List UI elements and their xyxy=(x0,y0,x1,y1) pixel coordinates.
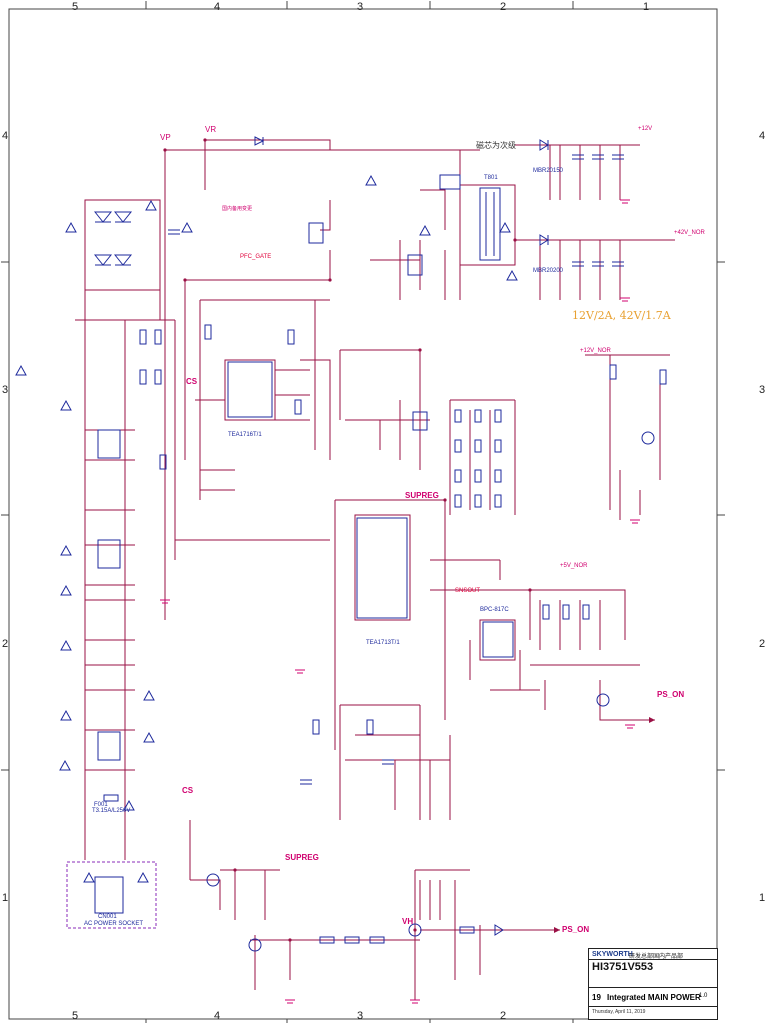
net-snsout: SNSOUT xyxy=(455,588,481,594)
net-cs-bottom: CS xyxy=(182,786,194,795)
zone-col-5-bottom: 5 xyxy=(72,1010,79,1022)
ac-connector-name: AC POWER SOCKET xyxy=(84,921,144,927)
ac-socket-boundary xyxy=(66,861,157,929)
ps-on-arrow-mid xyxy=(649,717,655,723)
title-date: Thursday, April 11, 2019 xyxy=(592,1009,646,1015)
net-12v: +12V xyxy=(638,126,653,132)
net-suppreg-bottom: SUPREG xyxy=(285,853,319,862)
title-sheet-title: Integrated MAIN POWER xyxy=(607,993,701,1002)
zone-col-3-bottom: 3 xyxy=(357,1010,364,1022)
opto-label: BPC-817C xyxy=(480,607,509,613)
zone-row-2-left: 2 xyxy=(2,638,9,650)
zone-row-3-left: 3 xyxy=(2,384,9,396)
main-ic-label: TEA1713T/1 xyxy=(366,640,400,646)
ps-on-arrow-bottom xyxy=(554,927,560,933)
net-pfc-gate: PFC_GATE xyxy=(240,254,272,260)
zone-col-2-bottom: 2 xyxy=(500,1010,507,1022)
zone-row-4-left: 4 xyxy=(2,130,9,142)
net-cs-top: CS xyxy=(186,377,198,386)
sheet-border xyxy=(8,8,718,1020)
net-ps-on-bottom: PS_ON xyxy=(562,925,590,934)
title-revision: 1.0 xyxy=(699,993,708,999)
zone-row-2-right: 2 xyxy=(759,638,766,650)
title-sheet-number: 19 xyxy=(592,993,601,1002)
net-suppreg-top: SUPREG xyxy=(405,491,439,500)
rectifier-2-label: MBR20200 xyxy=(533,268,564,274)
net-vh: VH xyxy=(402,917,414,926)
title-company: 研发总部国内产品部 xyxy=(629,954,684,960)
zone-col-3-top: 3 xyxy=(357,1,364,13)
zone-col-5-top: 5 xyxy=(72,1,79,13)
zone-col-4-top: 4 xyxy=(214,1,221,13)
title-divider-2 xyxy=(589,987,717,988)
secondary-core-note: 磁芯为次级 xyxy=(476,141,516,150)
net-5v-nor: +5V_NOR xyxy=(560,563,588,569)
ac-connector-ref: CN001 xyxy=(98,914,117,920)
title-model: HI3751V553 xyxy=(592,961,654,973)
zone-row-1-left: 1 xyxy=(2,892,9,904)
junction-dots xyxy=(163,138,532,942)
transformer-ref: T801 xyxy=(484,175,498,181)
ground-symbols xyxy=(160,199,640,1004)
zone-row-1-right: 1 xyxy=(759,892,766,904)
component-symbols xyxy=(93,136,667,952)
net-vp: VP xyxy=(160,133,171,142)
fuse-ref: F001 xyxy=(94,802,108,808)
pfc-ic-label: TEA1716T/1 xyxy=(228,432,262,438)
title-brand: SKYWORTH xyxy=(592,951,633,958)
title-block: SKYWORTH 研发总部国内产品部 HI3751V553 19 Integra… xyxy=(588,948,718,1020)
net-12v-nor: +12V_NOR xyxy=(580,348,611,354)
title-divider-3 xyxy=(589,1006,717,1007)
net-vr: VR xyxy=(205,125,217,134)
wire-network xyxy=(75,139,675,1000)
zone-col-2-top: 2 xyxy=(500,1,507,13)
pfc-backup-note: 国内备用变更 xyxy=(222,206,253,212)
net-42v-nor: +42V_NOR xyxy=(674,230,705,236)
ac-socket-symbol xyxy=(94,876,124,914)
net-ps-on-mid: PS_ON xyxy=(657,690,685,699)
rectifier-1-label: MBR20150 xyxy=(533,168,564,174)
zone-ticks xyxy=(1,1,725,1023)
title-divider-1 xyxy=(589,959,717,960)
zone-col-4-bottom: 4 xyxy=(214,1010,221,1022)
fuse-rating: T3.15A/L250V xyxy=(92,808,131,814)
zone-row-4-right: 4 xyxy=(759,130,766,142)
zone-col-1-top: 1 xyxy=(643,1,650,13)
output-rating-label: 12V/2A, 42V/1.7A xyxy=(572,309,671,322)
zone-row-3-right: 3 xyxy=(759,384,766,396)
warning-triangles xyxy=(15,174,518,883)
